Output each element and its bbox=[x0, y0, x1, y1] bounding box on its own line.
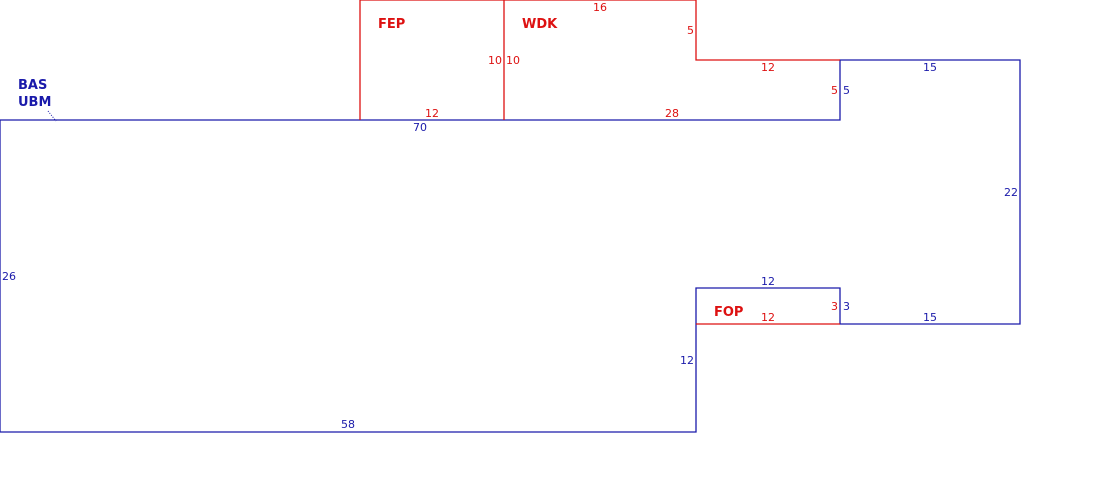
dim-bas-top: 70 bbox=[413, 121, 427, 134]
dim-fop-bottom: 12 bbox=[761, 311, 775, 324]
dim-bas-upper-right: 15 bbox=[923, 61, 937, 74]
dim-wdk-step-vert: 5 bbox=[687, 24, 694, 37]
dim-bas-left: 26 bbox=[2, 270, 16, 283]
area-label-ubm: UBM bbox=[18, 95, 51, 110]
dim-wdk-bottom: 28 bbox=[665, 107, 679, 120]
area-label-wdk: WDK bbox=[522, 17, 558, 32]
area-label-fop: FOP bbox=[714, 305, 743, 320]
wdk-outline bbox=[504, 0, 840, 61]
area-label-bas: BAS bbox=[18, 78, 47, 93]
dim-fep-bottom: 12 bbox=[425, 107, 439, 120]
dim-bas-step: 5 bbox=[843, 84, 850, 97]
dim-fop-right: 3 bbox=[831, 300, 838, 313]
area-label-fep: FEP bbox=[378, 17, 405, 32]
dim-bas-lower-right: 15 bbox=[923, 311, 937, 324]
dim-wdk-right: 5 bbox=[831, 84, 838, 97]
dim-wdk-left: 10 bbox=[506, 54, 520, 67]
dim-fep-right: 10 bbox=[488, 54, 502, 67]
dim-notch-top: 12 bbox=[761, 275, 775, 288]
dim-notch-right: 3 bbox=[843, 300, 850, 313]
dim-bas-right: 22 bbox=[1004, 186, 1018, 199]
dim-wdk-step-horiz: 12 bbox=[761, 61, 775, 74]
bas-outline bbox=[0, 59, 1021, 433]
fep-outline bbox=[359, 0, 505, 120]
dim-wdk-top: 16 bbox=[593, 1, 607, 14]
bas-leader-line bbox=[47, 110, 57, 122]
dim-bas-bottom: 58 bbox=[341, 418, 355, 431]
dim-bas-inner-vert: 12 bbox=[680, 354, 694, 367]
